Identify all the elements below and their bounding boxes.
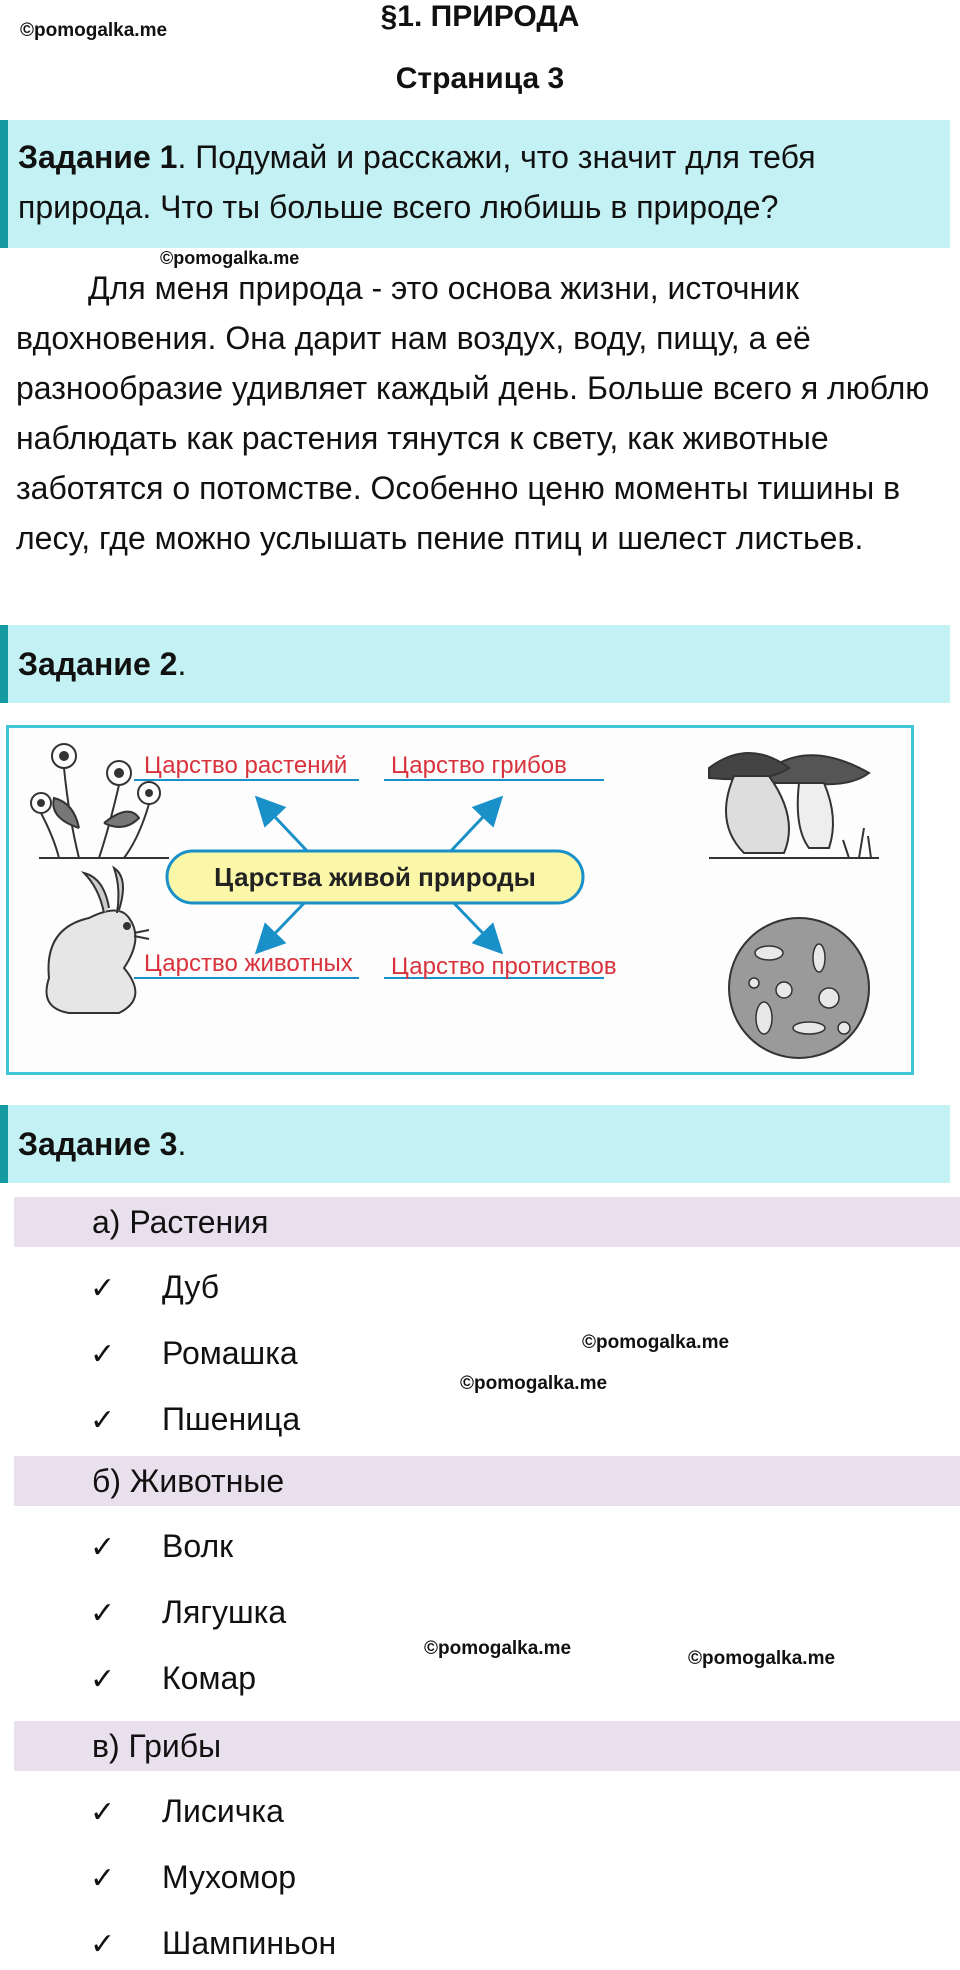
kingdom-label-fungi: Царство грибов xyxy=(391,752,567,779)
list-item: ✓ Лисичка xyxy=(90,1786,284,1836)
kingdom-label-protists: Царство протиствов xyxy=(391,953,617,980)
task-2-suffix: . xyxy=(177,646,187,682)
watermark: ©pomogalka.me xyxy=(688,1648,836,1669)
kingdom-label-plants: Царство растений xyxy=(144,752,347,779)
list-item: ✓ Комар xyxy=(90,1653,256,1703)
list-item-text: Мухомор xyxy=(162,1859,297,1895)
check-icon: ✓ xyxy=(90,1597,116,1630)
diagram-center-label: Царства живой природы xyxy=(214,862,536,892)
check-icon: ✓ xyxy=(90,1928,116,1961)
list-item: ✓ Ромашка xyxy=(90,1328,298,1378)
list-item: ✓ Шампиньон xyxy=(90,1918,336,1968)
category-plants: а) Растения xyxy=(14,1197,960,1247)
list-item: ✓ Дуб xyxy=(90,1262,219,1312)
check-icon: ✓ xyxy=(90,1663,116,1696)
watermark: ©pomogalka.me xyxy=(20,20,168,41)
page-title: §1. ПРИРОДА xyxy=(380,0,580,33)
kingdoms-diagram: Царство растений Царство грибов Царство … xyxy=(6,725,914,1075)
microorganisms-drawing-icon xyxy=(728,917,870,1059)
task-3-suffix: . xyxy=(177,1126,187,1162)
task-1-label: Задание 1 xyxy=(18,139,178,175)
list-item-text: Дуб xyxy=(162,1269,220,1305)
list-item-text: Волк xyxy=(162,1528,234,1564)
category-animals: б) Животные xyxy=(14,1456,960,1506)
diagram-center-box xyxy=(165,849,585,905)
check-icon: ✓ xyxy=(90,1531,116,1564)
kingdom-label-animals: Царство животных xyxy=(144,950,353,977)
list-item: ✓ Волк xyxy=(90,1521,233,1571)
list-item-text: Лягушка xyxy=(162,1594,287,1630)
list-item-text: Комар xyxy=(162,1660,257,1696)
check-icon: ✓ xyxy=(90,1862,116,1895)
list-item: ✓ Пшеница xyxy=(90,1394,300,1444)
check-icon: ✓ xyxy=(90,1338,116,1371)
hare-drawing-icon xyxy=(45,865,150,1014)
watermark: ©pomogalka.me xyxy=(460,1373,608,1394)
category-fungi: в) Грибы xyxy=(14,1721,960,1771)
list-item: ✓ Мухомор xyxy=(90,1852,296,1902)
task-1-box: Задание 1. Подумай и расскажи, что значи… xyxy=(0,120,950,248)
list-item-text: Ромашка xyxy=(162,1335,298,1371)
task-1-answer-text: Для меня природа - это основа жизни, ист… xyxy=(16,270,930,556)
task-2-label: Задание 2 xyxy=(18,646,178,682)
list-item-text: Лисичка xyxy=(162,1793,284,1829)
task-2-box: Задание 2. xyxy=(0,625,950,703)
check-icon: ✓ xyxy=(90,1272,116,1305)
check-icon: ✓ xyxy=(90,1796,116,1829)
task-3-label: Задание 3 xyxy=(18,1126,178,1162)
list-item: ✓ Лягушка xyxy=(90,1587,286,1637)
watermark: ©pomogalka.me xyxy=(424,1638,572,1659)
task-3-box: Задание 3. xyxy=(0,1105,950,1183)
mushroom-drawing-icon xyxy=(708,752,879,859)
list-item-text: Шампиньон xyxy=(162,1925,337,1961)
task-1-answer: Для меня природа - это основа жизни, ист… xyxy=(16,263,960,563)
watermark: ©pomogalka.me xyxy=(582,1332,730,1353)
check-icon: ✓ xyxy=(90,1404,116,1437)
page-subtitle: Страница 3 xyxy=(395,62,565,95)
watermark: ©pomogalka.me xyxy=(160,248,300,268)
plants-drawing-icon xyxy=(30,743,169,859)
task-1-question: . Подумай и расскажи, что значит для теб… xyxy=(18,139,816,225)
list-item-text: Пшеница xyxy=(162,1401,301,1437)
